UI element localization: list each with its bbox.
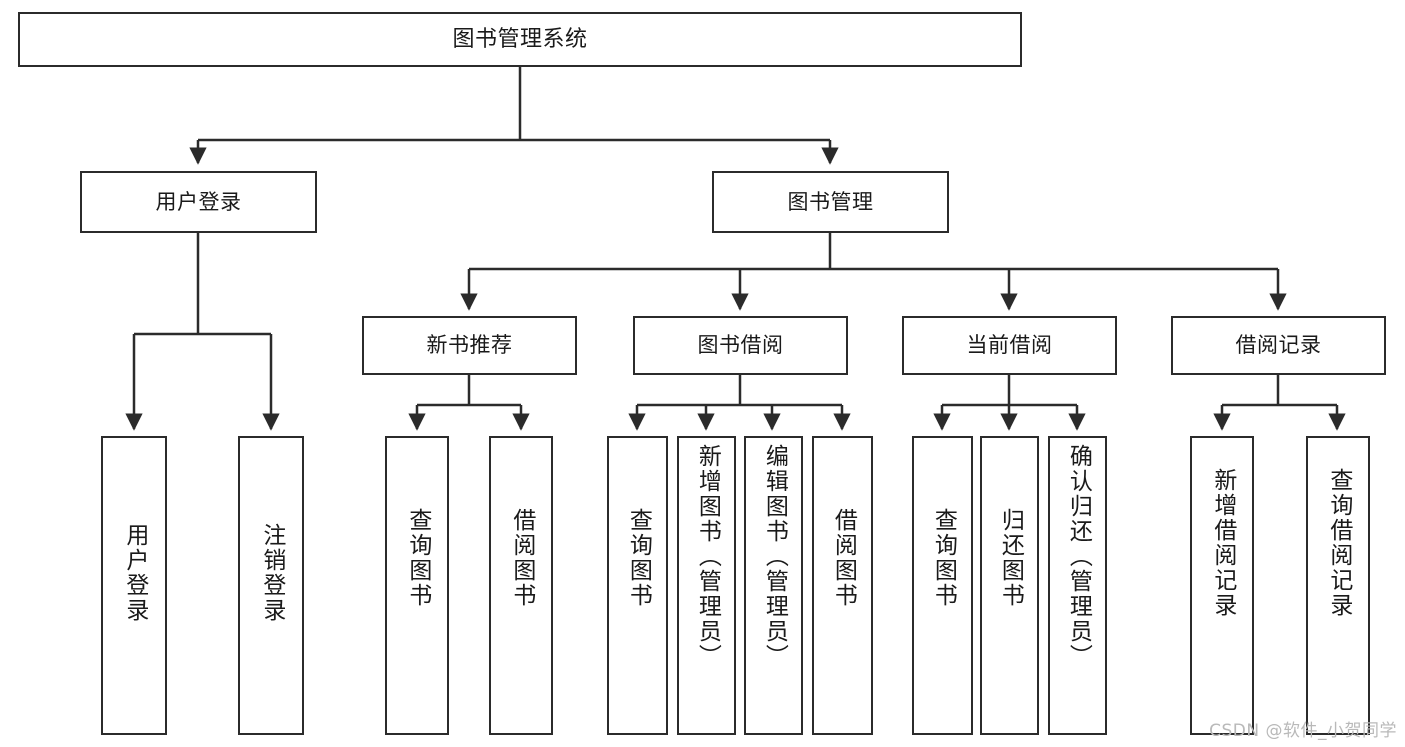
- node-current-borrow-label: 当前借阅: [966, 333, 1053, 358]
- node-book-management[interactable]: 图书管理: [712, 171, 949, 233]
- node-current-borrow[interactable]: 当前借阅: [902, 316, 1117, 375]
- leaf-borrow-book-2-label: 借阅图书: [830, 508, 857, 608]
- leaf-edit-book-label: 编辑图书（管理员）: [761, 444, 788, 669]
- node-root[interactable]: 图书管理系统: [18, 12, 1022, 67]
- node-book-borrow-label: 图书借阅: [697, 333, 784, 358]
- leaf-query-book-1-label: 查询图书: [404, 508, 431, 608]
- node-user-login[interactable]: 用户登录: [80, 171, 317, 233]
- leaf-borrow-book-1-label: 借阅图书: [508, 508, 535, 608]
- leaf-confirm-return[interactable]: 确认归还（管理员）: [1048, 436, 1107, 735]
- leaf-logout-login-label: 注销登录: [258, 523, 285, 623]
- leaf-add-book-label: 新增图书（管理员）: [694, 444, 721, 669]
- node-new-book-recommend[interactable]: 新书推荐: [362, 316, 577, 375]
- leaf-query-book-3[interactable]: 查询图书: [912, 436, 973, 735]
- leaf-add-record[interactable]: 新增借阅记录: [1190, 436, 1254, 735]
- leaf-add-book[interactable]: 新增图书（管理员）: [677, 436, 736, 735]
- node-borrow-record-label: 借阅记录: [1235, 333, 1322, 358]
- node-borrow-record[interactable]: 借阅记录: [1171, 316, 1386, 375]
- leaf-user-login[interactable]: 用户登录: [101, 436, 167, 735]
- leaf-return-book-label: 归还图书: [997, 508, 1024, 608]
- watermark: CSDN @软件_小贺同学: [1209, 721, 1397, 741]
- leaf-user-login-label: 用户登录: [121, 523, 148, 623]
- leaf-add-record-label: 新增借阅记录: [1209, 468, 1236, 618]
- leaf-query-book-2-label: 查询图书: [625, 508, 652, 608]
- node-user-login-label: 用户登录: [155, 189, 242, 214]
- leaf-edit-book[interactable]: 编辑图书（管理员）: [744, 436, 803, 735]
- leaf-return-book[interactable]: 归还图书: [980, 436, 1039, 735]
- leaf-borrow-book-1[interactable]: 借阅图书: [489, 436, 553, 735]
- leaf-query-record[interactable]: 查询借阅记录: [1306, 436, 1370, 735]
- leaf-query-book-3-label: 查询图书: [930, 508, 957, 608]
- leaf-confirm-return-label: 确认归还（管理员）: [1065, 444, 1092, 669]
- leaf-borrow-book-2[interactable]: 借阅图书: [812, 436, 873, 735]
- leaf-query-book-2[interactable]: 查询图书: [607, 436, 668, 735]
- node-book-management-label: 图书管理: [787, 189, 874, 214]
- node-new-book-recommend-label: 新书推荐: [426, 333, 513, 358]
- node-book-borrow[interactable]: 图书借阅: [633, 316, 848, 375]
- node-root-label: 图书管理系统: [452, 26, 588, 52]
- leaf-logout-login[interactable]: 注销登录: [238, 436, 304, 735]
- leaf-query-record-label: 查询借阅记录: [1325, 468, 1352, 618]
- leaf-query-book-1[interactable]: 查询图书: [385, 436, 449, 735]
